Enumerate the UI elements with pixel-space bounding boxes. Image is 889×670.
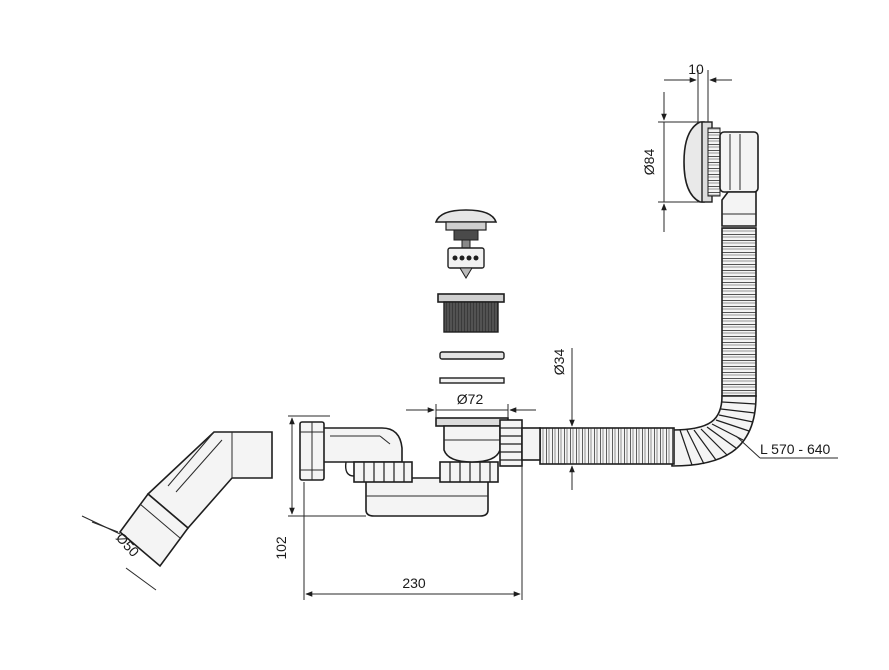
dim-overflow-diameter: Ø84 — [641, 149, 657, 176]
drain-strainer-body — [437, 293, 505, 333]
drain-gasket-1 — [439, 351, 505, 360]
dim-pipe-diameter: Ø34 — [551, 349, 567, 376]
siphon-body — [299, 417, 541, 517]
overflow-assembly — [683, 121, 759, 227]
dim-flange-width: 10 — [688, 61, 704, 77]
dim-width: 230 — [402, 575, 426, 591]
drain-gasket-2 — [439, 377, 505, 384]
drain-plug — [434, 209, 498, 279]
overflow-cap — [683, 121, 705, 203]
dim-height: 102 — [273, 536, 289, 560]
overflow-grille — [707, 127, 721, 197]
dimension-lines — [81, 70, 838, 600]
dim-drain-diameter: Ø72 — [457, 391, 484, 407]
outlet-adapter — [118, 431, 273, 568]
overflow-body — [719, 131, 759, 193]
overflow-elbow — [721, 191, 757, 227]
dim-hose-length: L 570 - 640 — [760, 441, 831, 457]
flexible-hose — [539, 227, 757, 467]
